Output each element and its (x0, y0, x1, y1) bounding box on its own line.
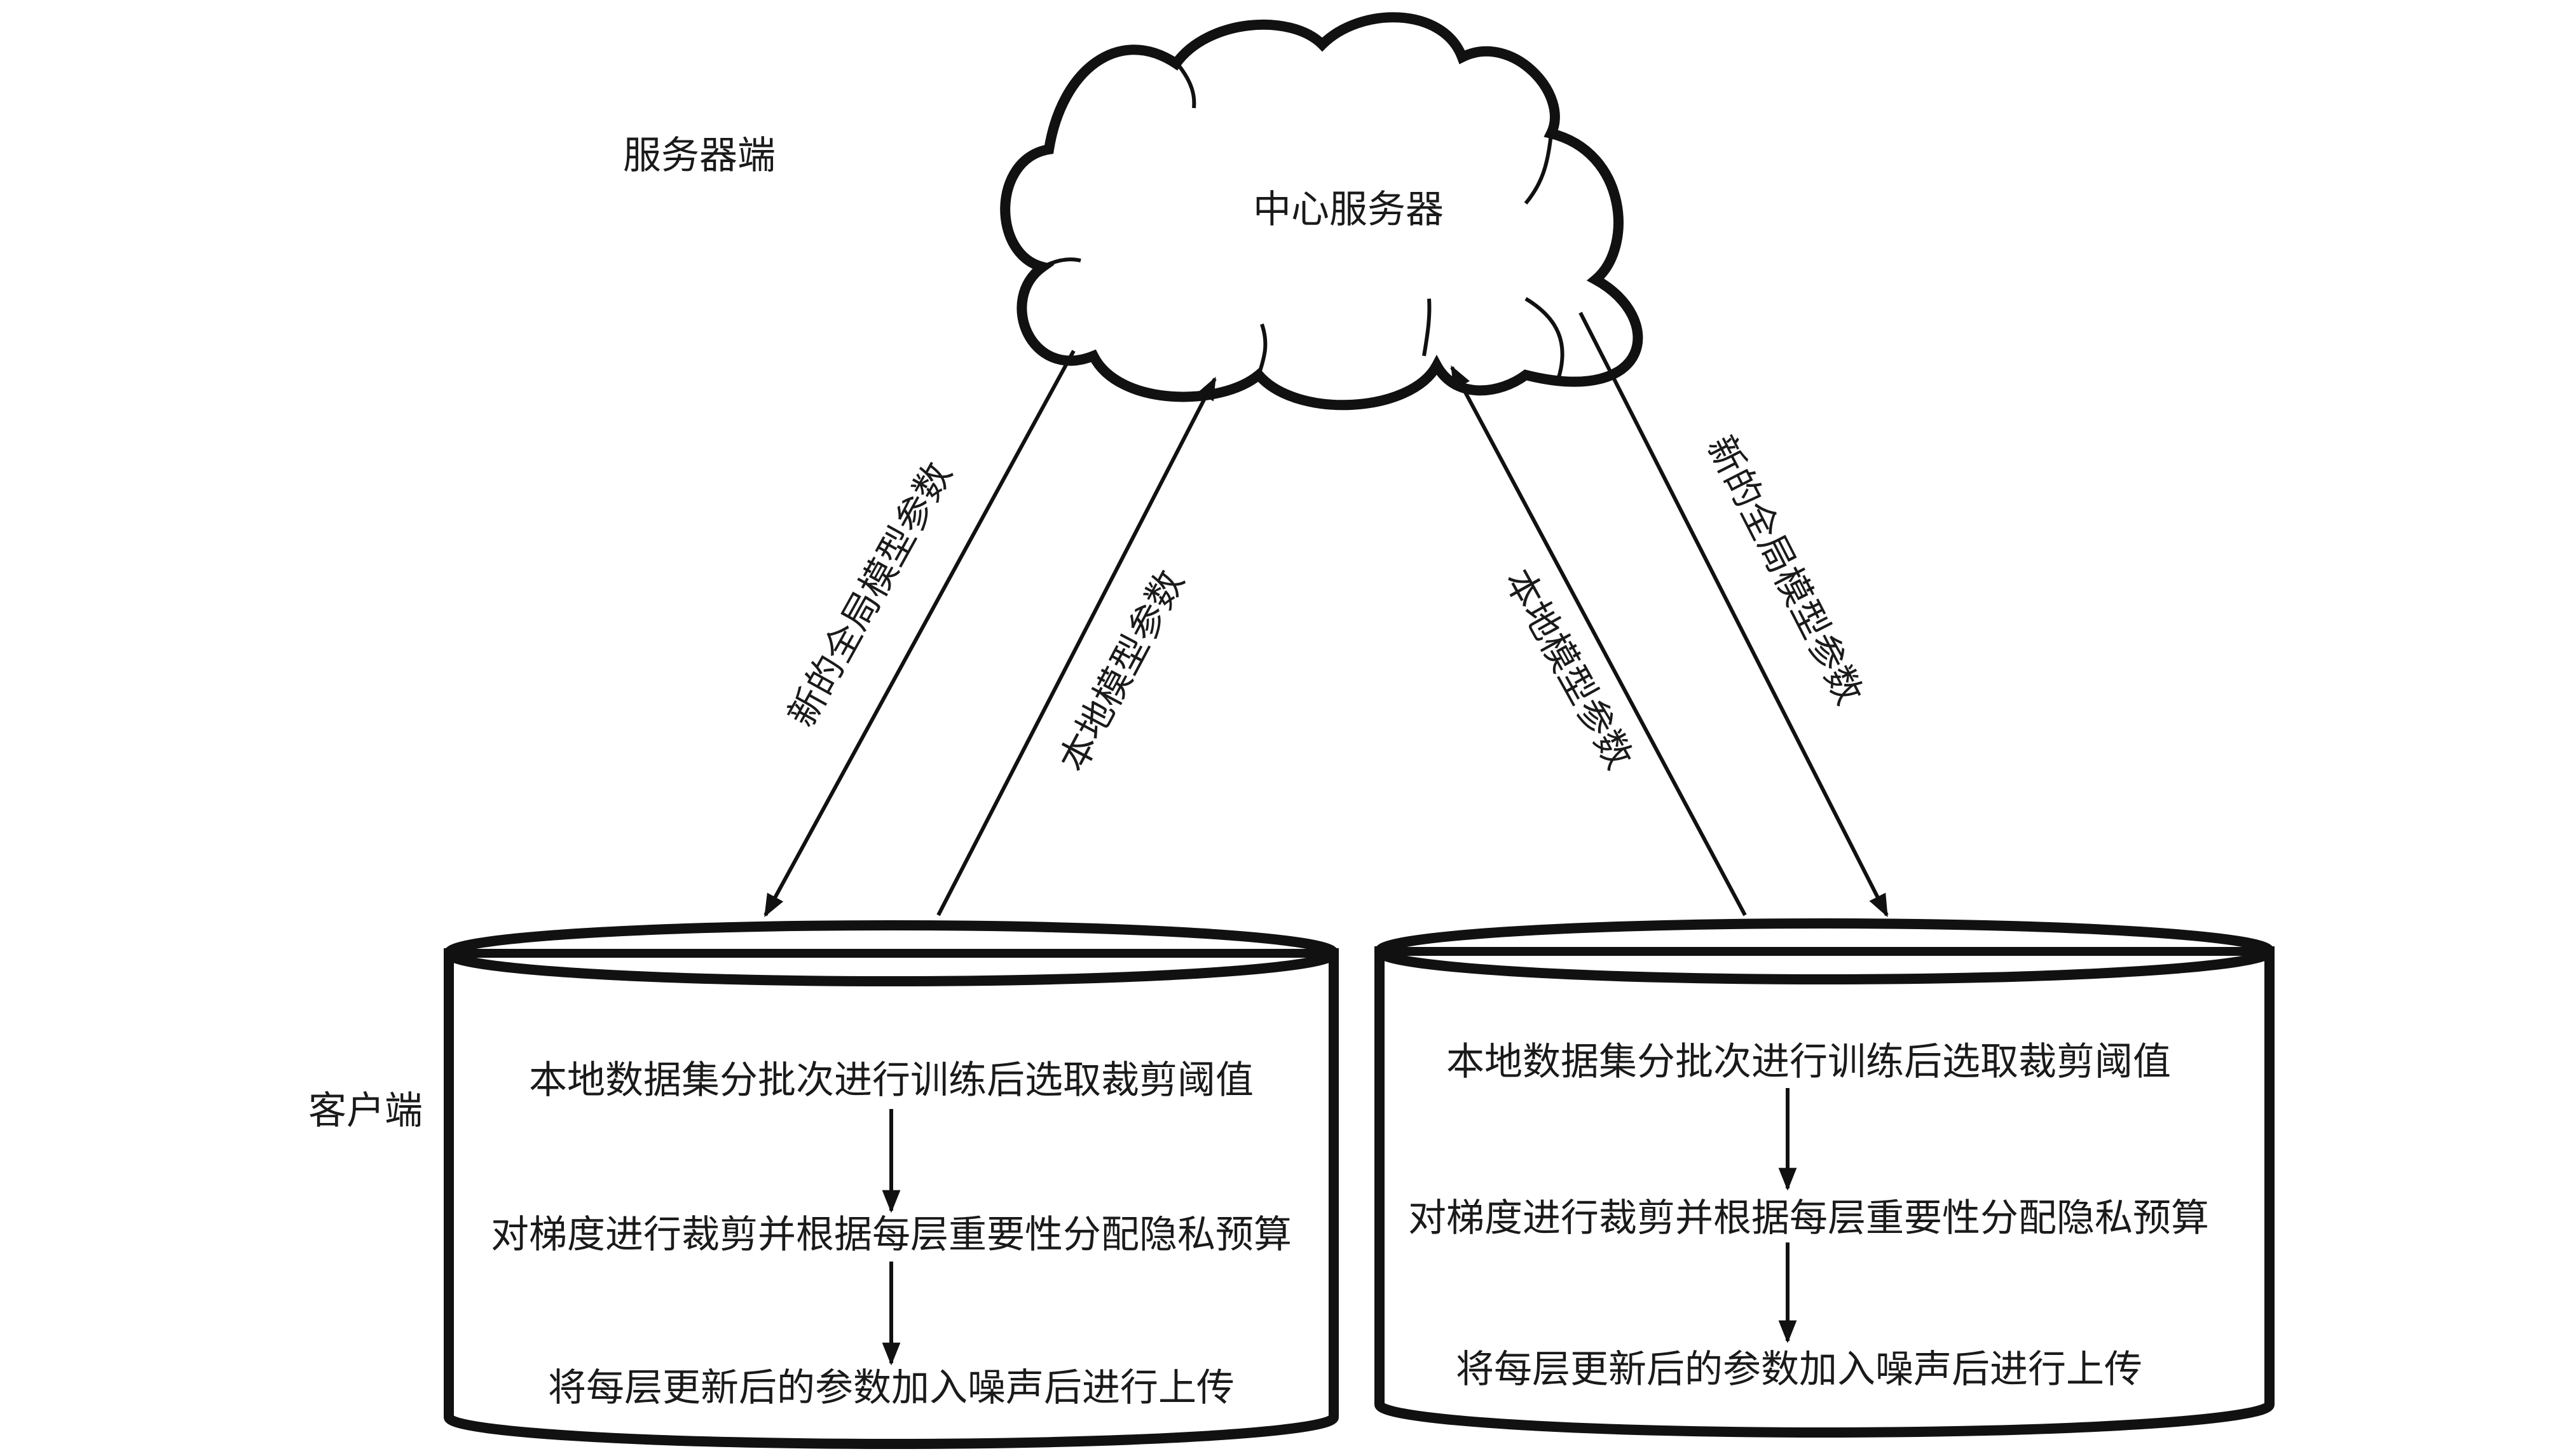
right-step-1: 本地数据集分批次进行训练后选取裁剪阈值 (1446, 1040, 2171, 1084)
left-step-3: 将每层更新后的参数加入噪声后进行上传 (548, 1366, 1235, 1410)
arrow-right-local-params (1450, 365, 1747, 916)
label-left-global-params: 新的全局模型参数 (779, 455, 960, 734)
label-left-local-params: 本地模型参数 (1051, 563, 1193, 779)
left-step-2: 对梯度进行裁剪并根据每层重要性分配隐私预算 (491, 1213, 1292, 1257)
label-right-global-params: 新的全局模型参数 (1699, 429, 1871, 711)
arrow-left-global-params (763, 350, 1076, 918)
client-cylinder-left: 本地数据集分批次进行训练后选取裁剪阈值 对梯度进行裁剪并根据每层重要性分配隐私预… (444, 920, 1339, 1449)
left-step-1: 本地数据集分批次进行训练后选取裁剪阈值 (529, 1058, 1254, 1103)
right-step-2: 对梯度进行裁剪并根据每层重要性分配隐私预算 (1408, 1196, 2209, 1241)
central-server-cloud: 中心服务器 (1000, 12, 1643, 411)
right-step-3: 将每层更新后的参数加入噪声后进行上传 (1456, 1347, 2142, 1392)
arrow-right-global-params (1578, 311, 1889, 918)
central-server-label: 中心服务器 (1253, 187, 1444, 232)
label-right-local-params: 本地模型参数 (1496, 562, 1641, 776)
client-cylinder-right: 本地数据集分批次进行训练后选取裁剪阈值 对梯度进行裁剪并根据每层重要性分配隐私预… (1374, 918, 2275, 1438)
server-side-label: 服务器端 (623, 133, 776, 178)
client-side-label: 客户端 (308, 1089, 423, 1133)
arrow-left-local-params (936, 376, 1217, 916)
